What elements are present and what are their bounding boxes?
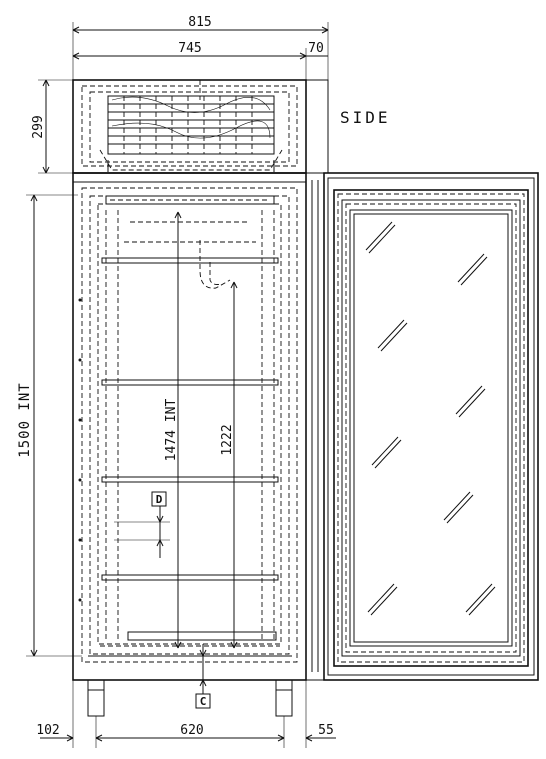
glass-reflections xyxy=(365,221,496,616)
detail-c-box xyxy=(195,693,211,709)
dimension-cabinet-width: 745 70 xyxy=(72,41,328,80)
dimension-overall-width: 815 xyxy=(72,15,329,80)
glass-door xyxy=(323,172,539,681)
door-hinge-strip xyxy=(305,172,325,681)
detail-d-box xyxy=(151,491,167,507)
leg-offset-right-label: 55 xyxy=(318,723,334,738)
detail-c-label: C xyxy=(200,695,207,708)
shelf-4 xyxy=(101,574,279,581)
leg-spacing-label: 620 xyxy=(180,723,203,738)
leg-right xyxy=(275,679,293,717)
leg-offset-left-label: 102 xyxy=(36,723,59,738)
shelf-3 xyxy=(101,476,279,483)
dimension-bottom: 102 620 55 xyxy=(36,680,336,748)
dimension-top-unit-height: 299 xyxy=(31,79,73,174)
refrigeration-unit xyxy=(72,79,329,174)
leg-left xyxy=(87,679,105,717)
cabinet-body: 1474 INT 1222 D xyxy=(72,172,307,694)
shelf-2 xyxy=(101,379,279,386)
cabinet-width-label: 745 xyxy=(178,41,201,56)
shelf-span-label: 1222 xyxy=(220,424,235,455)
condenser-grille xyxy=(107,95,275,155)
top-unit-height-label: 299 xyxy=(31,115,46,138)
interior-height-label: 1500 INT xyxy=(17,382,33,457)
side-offset-label: 70 xyxy=(308,41,324,56)
interior-height-2-label: 1474 INT xyxy=(164,399,179,462)
shelf-1 xyxy=(101,257,279,264)
overall-width-label: 815 xyxy=(188,15,211,30)
detail-d-label: D xyxy=(156,493,163,506)
side-label: SIDE xyxy=(340,108,391,127)
